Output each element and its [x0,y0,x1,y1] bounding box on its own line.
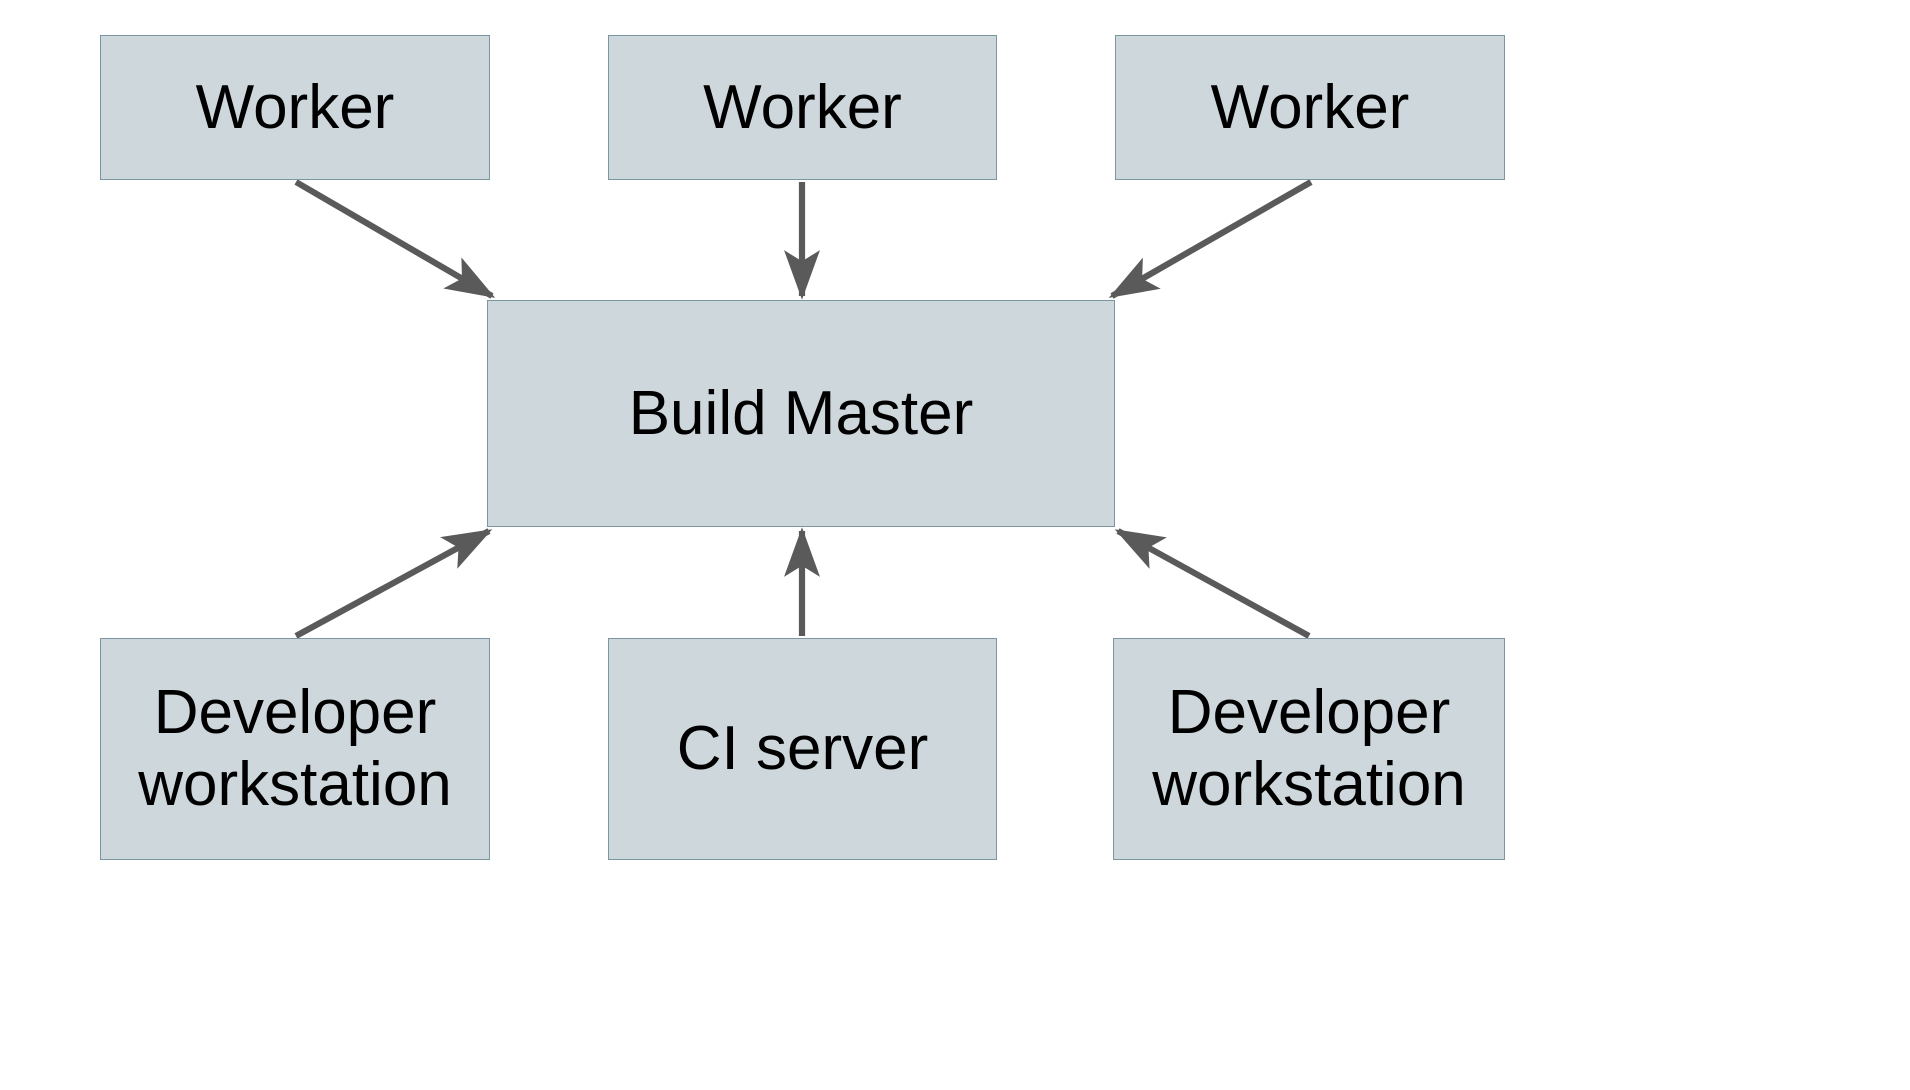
node-build-master[interactable]: Build Master [487,300,1115,527]
node-worker-2-label: Worker [703,72,902,142]
node-worker-3[interactable]: Worker [1115,35,1505,180]
node-ci-server[interactable]: CI server [608,638,997,860]
node-worker-2[interactable]: Worker [608,35,997,180]
node-worker-3-label: Worker [1210,72,1410,142]
node-developer-workstation-right[interactable]: Developer workstation [1113,638,1505,860]
edge-worker1-to-master [294,179,496,299]
node-developer-workstation-right-label: Developer workstation [1152,678,1466,819]
node-ci-server-label: CI server [676,714,929,784]
edge-worker3-to-master [1108,179,1313,299]
node-worker-1[interactable]: Worker [100,35,490,180]
node-developer-workstation-left[interactable]: Developer workstation [100,638,490,860]
node-worker-1-label: Worker [195,72,395,142]
node-build-master-label: Build Master [628,378,974,448]
edge-dev2-to-master [1114,528,1311,639]
edge-dev1-to-master [294,528,493,639]
node-developer-workstation-left-label: Developer workstation [138,678,452,819]
